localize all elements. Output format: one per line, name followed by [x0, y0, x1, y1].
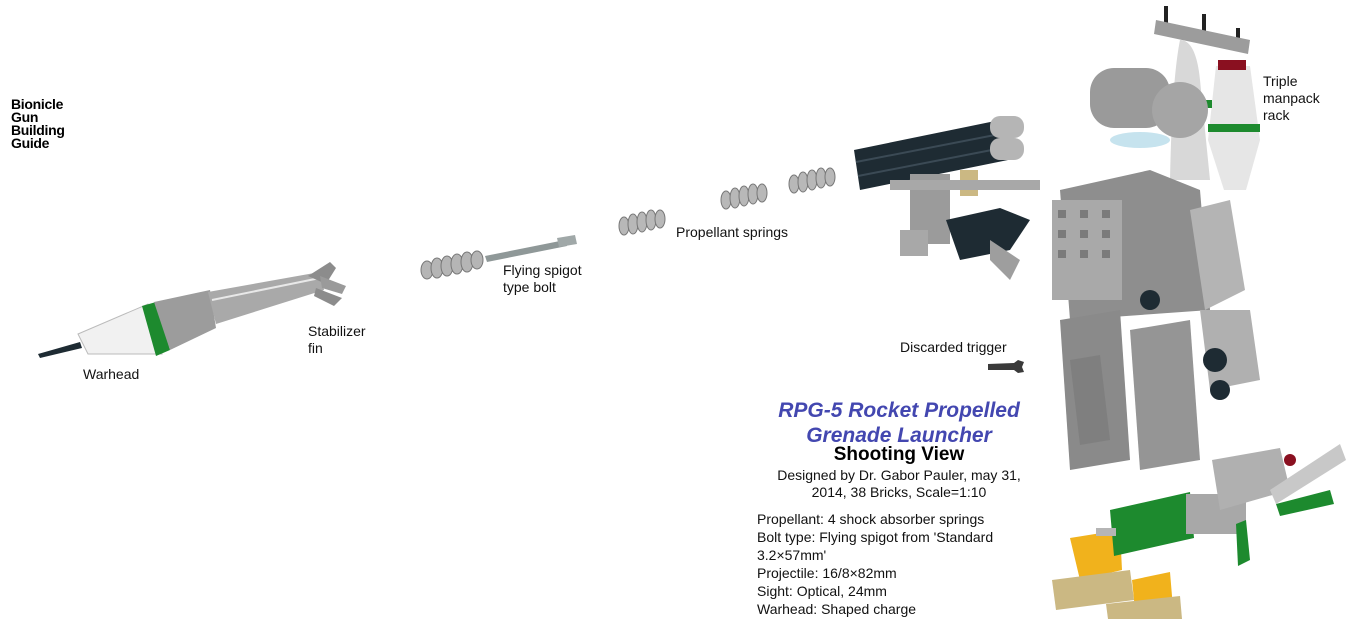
view-subtitle: Shooting View — [833, 444, 965, 465]
logo-letter-g1: G — [39, 0, 76, 52]
trigger-icon — [988, 360, 1024, 373]
label-stabilizer-fin: Stabilizer fin — [308, 323, 366, 356]
spring-icon — [618, 209, 666, 236]
launcher-tube-icon — [854, 116, 1040, 280]
spec-projectile: Projectile: 16/8×82mm — [757, 565, 897, 581]
spec-propellant: Propellant: 4 shock absorber springs — [757, 511, 985, 527]
rocket-projectile-icon — [38, 262, 346, 358]
logo-letter-g2: G — [39, 44, 77, 100]
logo-text: Bionicle Gun Building Guide — [11, 96, 65, 151]
logo-letter-b2: B — [2, 44, 39, 100]
design-credit: Designed by Dr. Gabor Pauler, may 31, 20… — [777, 467, 1021, 500]
logo-letter-b1: B — [2, 0, 39, 52]
lower-launcher-icon — [1052, 444, 1346, 619]
spec-sight: Sight: Optical, 24mm — [757, 583, 887, 599]
spigot-bolt-icon — [420, 235, 577, 280]
bggb-logo: B B B G B G — [2, 0, 77, 100]
spec-bolt-type: Bolt type: Flying spigot from 'Standard … — [757, 529, 994, 563]
label-propellant-springs: Propellant springs — [676, 224, 789, 240]
label-flying-spigot-bolt: Flying spigot type bolt — [503, 262, 582, 295]
spec-list: Propellant: 4 shock absorber springs Bol… — [757, 510, 993, 618]
bionicle-figure-icon — [1052, 68, 1260, 470]
label-triple-manpack-rack: Triple manpack rack — [1263, 73, 1320, 123]
page-title: RPG-5 Rocket Propelled Grenade Launcher — [778, 399, 1020, 447]
spring-icon — [720, 183, 768, 210]
spec-warhead: Warhead: Shaped charge — [757, 601, 917, 617]
manpack-rack-icon — [1154, 6, 1260, 190]
label-discarded-trigger: Discarded trigger — [900, 339, 1007, 355]
spring-icon — [788, 167, 836, 194]
label-warhead: Warhead — [83, 366, 140, 382]
